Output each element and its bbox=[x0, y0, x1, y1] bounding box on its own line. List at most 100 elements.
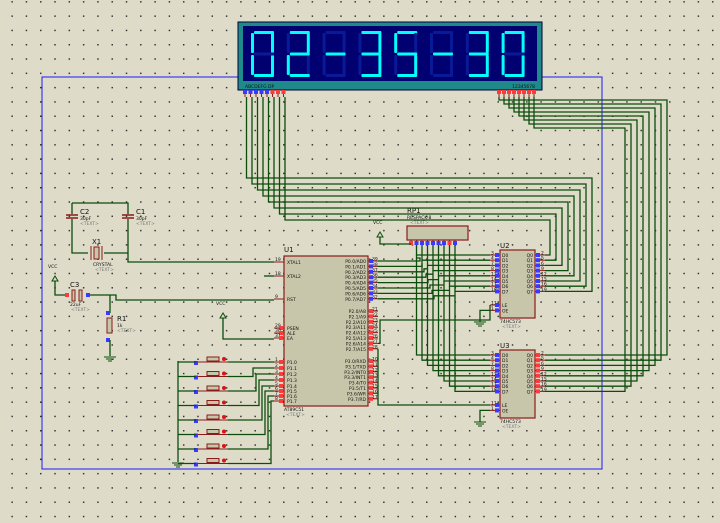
pin-terminal[interactable] bbox=[495, 384, 499, 389]
pin-terminal[interactable] bbox=[447, 241, 452, 245]
pin-terminal[interactable] bbox=[369, 364, 373, 369]
pin-terminal[interactable] bbox=[536, 284, 540, 289]
pin-terminal[interactable] bbox=[279, 384, 283, 388]
pin-terminal[interactable] bbox=[495, 368, 499, 373]
pin-terminal[interactable] bbox=[194, 390, 198, 394]
pin-terminal[interactable] bbox=[512, 90, 516, 94]
pin-terminal[interactable] bbox=[106, 338, 110, 342]
button-cap[interactable] bbox=[206, 414, 220, 420]
pin-terminal[interactable] bbox=[265, 90, 269, 94]
pin-terminal[interactable] bbox=[369, 375, 373, 380]
pin-terminal[interactable] bbox=[536, 253, 540, 257]
pin-terminal[interactable] bbox=[522, 90, 526, 94]
pin-terminal[interactable] bbox=[369, 386, 373, 390]
pin-terminal[interactable] bbox=[270, 90, 275, 94]
button-cap[interactable] bbox=[206, 356, 220, 362]
pin-terminal[interactable] bbox=[507, 90, 511, 94]
pin-terminal[interactable] bbox=[532, 90, 536, 94]
pin-terminal[interactable] bbox=[369, 341, 373, 346]
u1-microcontroller[interactable] bbox=[283, 255, 369, 407]
push-button-p1-5[interactable] bbox=[198, 429, 228, 435]
u3-latch[interactable] bbox=[499, 349, 536, 419]
pin-terminal[interactable] bbox=[420, 241, 424, 245]
pin-terminal[interactable] bbox=[86, 293, 90, 297]
button-cap[interactable] bbox=[206, 385, 220, 391]
pin-terminal[interactable] bbox=[495, 308, 499, 313]
pin-terminal[interactable] bbox=[106, 311, 110, 315]
c1-capacitor[interactable] bbox=[122, 214, 134, 219]
button-cap[interactable] bbox=[206, 371, 220, 376]
pin-terminal[interactable] bbox=[517, 90, 521, 94]
push-button-p1-6[interactable] bbox=[198, 443, 228, 450]
pin-terminal[interactable] bbox=[536, 268, 540, 273]
pin-terminal[interactable] bbox=[279, 378, 283, 382]
pin-terminal[interactable] bbox=[536, 373, 540, 378]
pin-terminal[interactable] bbox=[369, 259, 373, 263]
pin-terminal[interactable] bbox=[536, 384, 540, 389]
pin-terminal[interactable] bbox=[369, 291, 373, 296]
pin-terminal[interactable] bbox=[369, 330, 373, 335]
pin-terminal[interactable] bbox=[369, 346, 373, 351]
pin-terminal[interactable] bbox=[436, 241, 441, 245]
pin-terminal[interactable] bbox=[536, 273, 540, 278]
pin-terminal[interactable] bbox=[495, 353, 499, 357]
pin-terminal[interactable] bbox=[194, 419, 198, 423]
pin-terminal[interactable] bbox=[369, 280, 373, 285]
push-button-p1-4[interactable] bbox=[198, 414, 228, 421]
pin-terminal[interactable] bbox=[259, 90, 264, 94]
pin-terminal[interactable] bbox=[65, 293, 69, 297]
pin-terminal[interactable] bbox=[536, 379, 540, 383]
pin-terminal[interactable] bbox=[248, 90, 253, 94]
pin-terminal[interactable] bbox=[431, 241, 435, 245]
push-button-p1-0[interactable] bbox=[198, 356, 228, 363]
pin-terminal[interactable] bbox=[495, 268, 499, 273]
c3-capacitor-plate[interactable] bbox=[71, 289, 76, 302]
pin-terminal[interactable] bbox=[279, 399, 283, 403]
pin-terminal[interactable] bbox=[369, 309, 373, 313]
pin-terminal[interactable] bbox=[194, 462, 198, 467]
pin-terminal[interactable] bbox=[194, 433, 198, 438]
push-button-p1-1[interactable] bbox=[198, 371, 228, 377]
pin-terminal[interactable] bbox=[536, 263, 540, 268]
pin-terminal[interactable] bbox=[276, 90, 280, 94]
pin-terminal[interactable] bbox=[425, 241, 430, 245]
pin-terminal[interactable] bbox=[243, 90, 247, 94]
pin-terminal[interactable] bbox=[495, 263, 499, 268]
pin-terminal[interactable] bbox=[495, 389, 499, 394]
pin-terminal[interactable] bbox=[279, 389, 283, 393]
pin-terminal[interactable] bbox=[495, 379, 499, 383]
pin-terminal[interactable] bbox=[194, 404, 198, 409]
pin-terminal[interactable] bbox=[369, 380, 373, 385]
pin-terminal[interactable] bbox=[369, 369, 373, 374]
pin-terminal[interactable] bbox=[279, 331, 283, 335]
button-cap[interactable] bbox=[206, 458, 220, 463]
pin-terminal[interactable] bbox=[194, 375, 198, 380]
pin-terminal[interactable] bbox=[369, 296, 373, 301]
c2-capacitor[interactable] bbox=[66, 214, 78, 219]
pin-terminal[interactable] bbox=[495, 303, 499, 307]
pin-terminal[interactable] bbox=[495, 289, 499, 294]
pin-terminal[interactable] bbox=[536, 289, 540, 294]
pin-terminal[interactable] bbox=[536, 368, 540, 373]
pin-terminal[interactable] bbox=[442, 241, 446, 245]
r1-resistor[interactable] bbox=[106, 317, 113, 334]
pin-terminal[interactable] bbox=[369, 286, 373, 290]
pin-terminal[interactable] bbox=[527, 90, 531, 94]
push-button-p1-7[interactable] bbox=[198, 458, 228, 464]
button-cap[interactable] bbox=[206, 429, 220, 434]
push-button-p1-3[interactable] bbox=[198, 400, 228, 406]
rp1-resistor-pack[interactable] bbox=[406, 225, 469, 241]
pin-terminal[interactable] bbox=[495, 358, 499, 363]
button-cap[interactable] bbox=[206, 443, 220, 449]
pin-terminal[interactable] bbox=[495, 373, 499, 378]
pin-terminal[interactable] bbox=[495, 279, 499, 283]
pin-terminal[interactable] bbox=[495, 363, 499, 368]
pin-terminal[interactable] bbox=[495, 403, 499, 407]
pin-terminal[interactable] bbox=[369, 319, 373, 324]
pin-terminal[interactable] bbox=[536, 389, 540, 394]
pin-terminal[interactable] bbox=[369, 314, 373, 319]
pin-terminal[interactable] bbox=[254, 90, 258, 94]
push-button-p1-2[interactable] bbox=[198, 385, 228, 392]
pin-terminal[interactable] bbox=[495, 258, 499, 263]
